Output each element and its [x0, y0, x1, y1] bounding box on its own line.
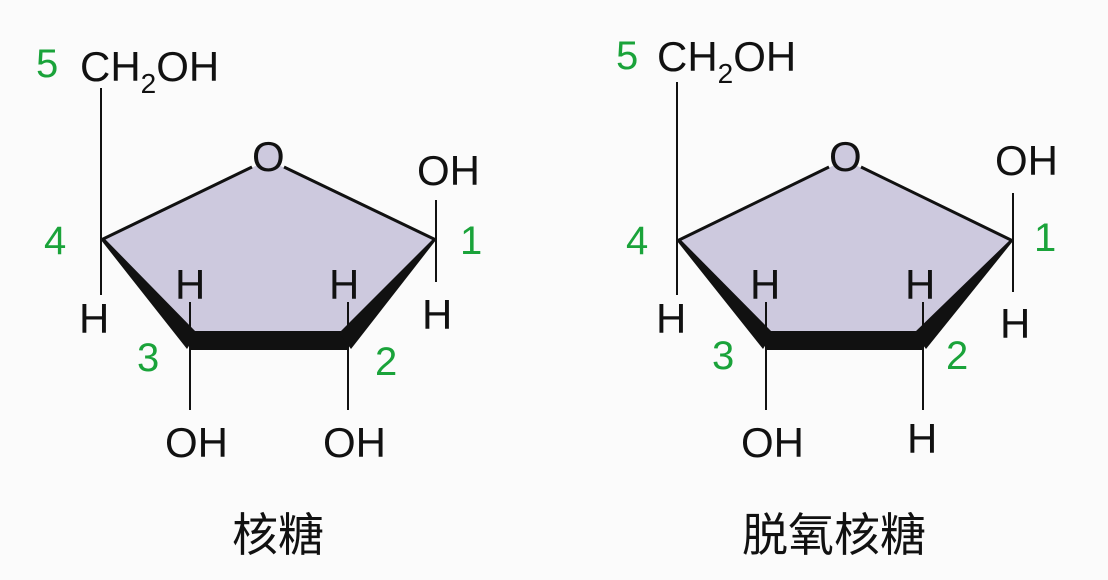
- deoxyribose-carbon-4-number: 4: [626, 219, 649, 263]
- ch2oh-subscript: 2: [140, 68, 157, 99]
- ch2oh-suffix: OH: [156, 43, 220, 90]
- ribose-carbon-1-number: 1: [460, 219, 483, 263]
- ribose-ring: [100, 88, 437, 410]
- ribose-carbon-4-number: 4: [44, 219, 67, 263]
- deoxyribose-c2-hydrogen: H: [905, 261, 936, 308]
- ribose-carbon-2-number: 2: [375, 340, 398, 384]
- ch2oh-suffix: OH: [733, 33, 797, 80]
- deoxyribose-carbon-1-number: 1: [1034, 216, 1057, 260]
- ribose-c1-hydroxyl: OH: [417, 147, 480, 194]
- ch2oh-prefix: CH: [80, 43, 141, 90]
- deoxyribose-c3-hydrogen: H: [750, 261, 781, 308]
- deoxyribose-carbon-2-number: 2: [946, 334, 969, 378]
- ch2oh-subscript: 2: [717, 58, 734, 89]
- deoxyribose-carbon-3-number: 3: [712, 334, 735, 378]
- deoxyribose-caption: 脱氧核糖: [742, 508, 926, 562]
- deoxyribose-c4-hydrogen: H: [656, 295, 687, 342]
- ribose-carbon-5-number: 5: [36, 42, 59, 86]
- ribose-c1-hydrogen: H: [422, 291, 453, 338]
- ribose-c2-hydroxyl: OH: [323, 419, 386, 466]
- ribose-caption: 核糖: [232, 508, 324, 562]
- deoxyribose-ring: [676, 82, 1014, 410]
- ribose-carbon-3-number: 3: [137, 336, 160, 380]
- ribose-c3-hydrogen: H: [175, 261, 206, 308]
- deoxyribose-ring-oxygen: O: [829, 133, 862, 180]
- deoxyribose-c1-hydroxyl: OH: [995, 137, 1058, 184]
- ribose-c4-hydrogen: H: [79, 295, 110, 342]
- ribose-c3-hydroxyl: OH: [165, 419, 228, 466]
- ribose-c2-hydrogen: H: [329, 261, 360, 308]
- deoxyribose-c2-hydrogen-down: H: [907, 415, 938, 462]
- ribose-ch2oh-group: CH2OH: [80, 43, 220, 98]
- deoxyribose-c3-hydroxyl: OH: [741, 419, 804, 466]
- deoxyribose-c1-hydrogen: H: [1000, 300, 1031, 347]
- ch2oh-prefix: CH: [657, 33, 718, 80]
- deoxyribose-ch2oh-group: CH2OH: [657, 33, 797, 88]
- ribose-ring-oxygen: O: [252, 133, 285, 180]
- deoxyribose-carbon-5-number: 5: [616, 34, 639, 78]
